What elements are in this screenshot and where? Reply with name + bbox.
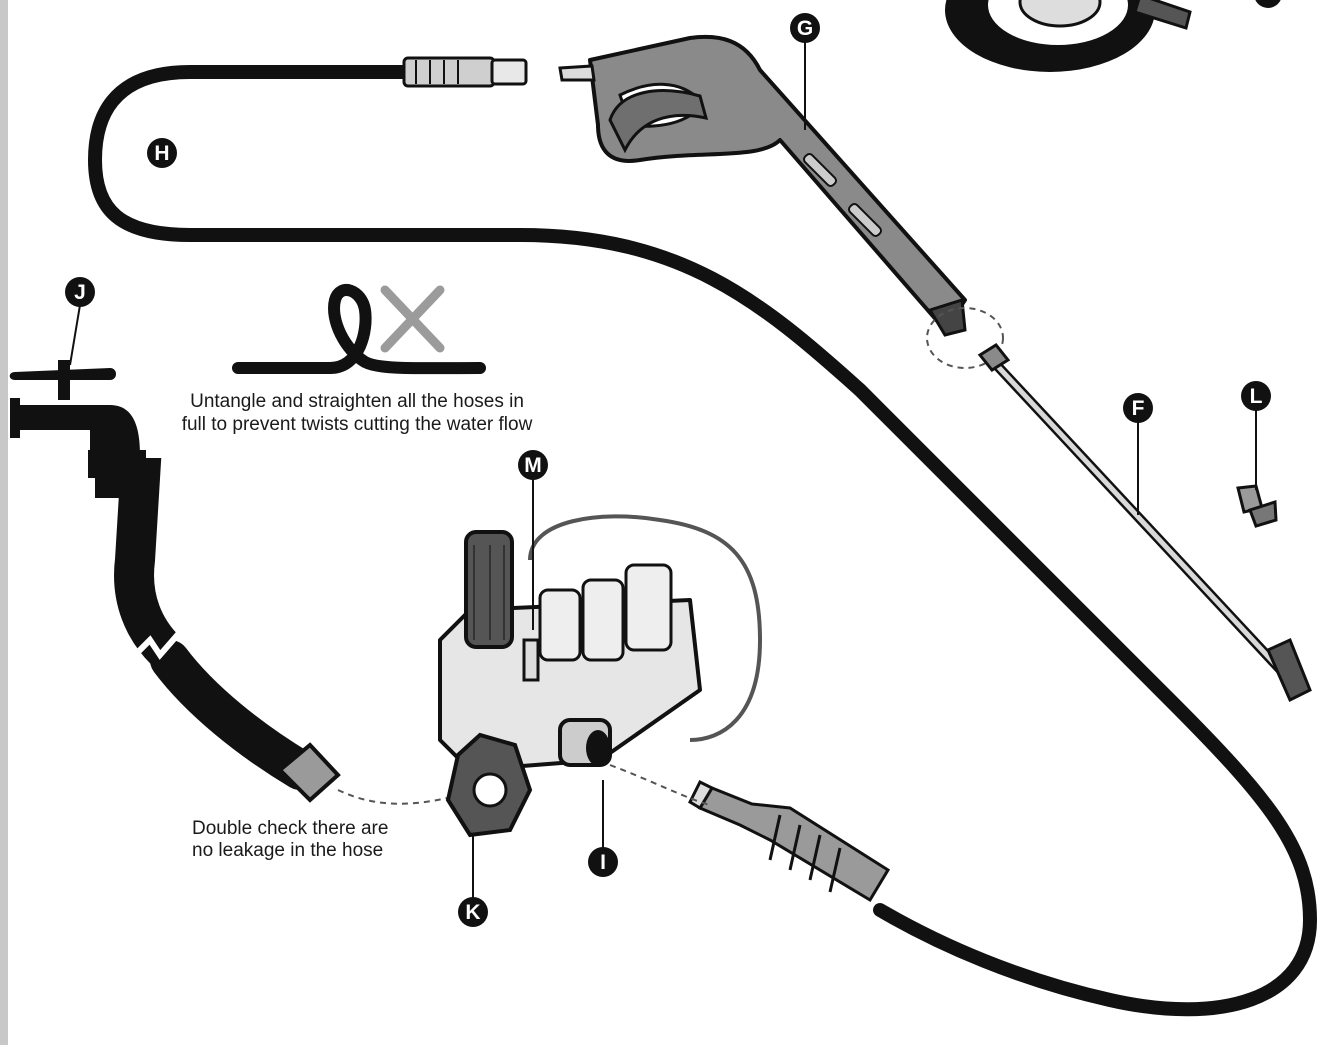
callout-l: L: [1241, 381, 1271, 411]
svg-text:H: H: [154, 142, 169, 165]
svg-text:F: F: [1132, 397, 1145, 420]
svg-text:K: K: [465, 901, 480, 924]
high-pressure-hose: [87, 56, 1318, 1017]
page-margin-bar: [0, 0, 8, 1045]
hose-coupler-lower: [688, 779, 891, 903]
callout-k: K: [458, 897, 488, 927]
trigger-gun: [558, 34, 967, 337]
connection-indicator: [926, 307, 1004, 369]
svg-text:L: L: [1250, 385, 1263, 408]
outlet-connection-line: [609, 764, 711, 806]
wheel-icon: [945, 0, 1281, 72]
untangle-note-line-1: Untangle and straighten all the hoses in: [190, 391, 524, 412]
callout-j: J: [65, 277, 95, 307]
leak-note-line-2: no leakage in the hose: [192, 840, 383, 861]
svg-text:G: G: [797, 17, 813, 40]
svg-text:I: I: [600, 851, 606, 874]
callout-m: M: [518, 450, 548, 480]
pump-head: [438, 514, 763, 838]
x-mark-icon: [380, 285, 445, 353]
callout-i: I: [588, 847, 618, 877]
inlet-connection-line: [337, 789, 461, 805]
svg-text:M: M: [524, 454, 542, 477]
untangle-warning-graphic: [232, 284, 486, 375]
callout-f: F: [1123, 393, 1153, 423]
leak-note-line-1: Double check there are: [192, 818, 388, 839]
callout-leaders: [69, 40, 1257, 898]
callout-g: G: [790, 13, 820, 43]
nozzle-tip: [1236, 484, 1278, 528]
callout-h: H: [147, 138, 177, 168]
svg-text:J: J: [74, 281, 86, 304]
untangle-note-line-2: full to prevent twists cutting the water…: [182, 414, 533, 435]
spray-lance: [977, 343, 1312, 703]
tap-icon: [9, 360, 341, 803]
